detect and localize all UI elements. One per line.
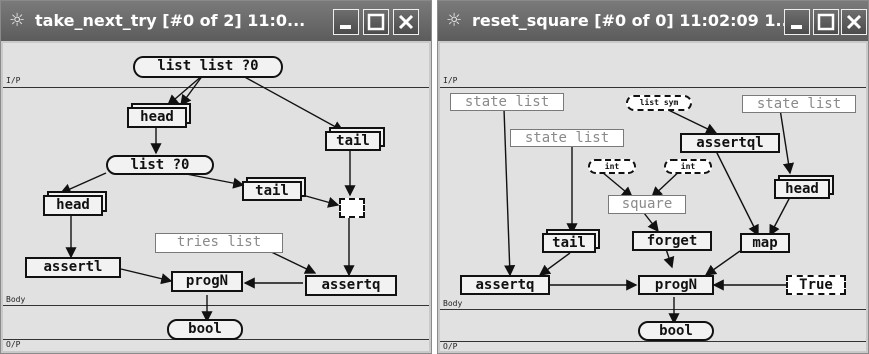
input-divider [440,87,866,88]
body-divider [440,309,866,310]
node-progN[interactable]: progN [638,275,714,295]
dataflow-canvas[interactable]: I/P Body O/P [3,43,429,351]
node-assertq[interactable]: assertq [460,275,550,295]
title-bar[interactable]: ☼ take_next_try [#0 of 2] 11:0... [1,1,431,41]
window-title: reset_square [#0 of 0] 11:02:09 1... [472,11,794,30]
minimize-button[interactable] [333,9,359,35]
input-divider [3,87,429,88]
node-assertl[interactable]: assertl [25,257,121,278]
node-state-list-2[interactable]: state list [510,129,624,147]
body-zone-label: Body [6,295,26,304]
input-zone-label: I/P [443,76,458,85]
node-tail-1[interactable]: tail [325,131,381,151]
node-bool-output[interactable]: bool [167,319,243,340]
node-assertql[interactable]: assertql [680,133,780,153]
window-title: take_next_try [#0 of 2] 11:0... [35,11,306,30]
node-list-list-input[interactable]: list list ?0 [133,56,283,78]
node-list-0[interactable]: list ?0 [106,155,214,175]
node-assertq[interactable]: assertq [305,275,397,296]
connection-wires [59,74,356,323]
output-divider [440,341,866,342]
dataflow-canvas[interactable]: I/P Body O/P [440,43,866,351]
node-head[interactable]: head [774,179,830,199]
node-tail-2[interactable]: tail [242,181,302,201]
maximize-button[interactable] [363,9,389,35]
node-map[interactable]: map [740,233,790,253]
node-square[interactable]: square [608,195,686,214]
maximize-button[interactable] [813,9,839,35]
node-head-2[interactable]: head [43,195,103,216]
node-merge-point[interactable] [339,198,365,218]
output-zone-label: O/P [6,340,21,349]
node-true[interactable]: True [786,275,846,295]
node-int-2[interactable]: int [664,159,712,174]
input-zone-label: I/P [6,76,21,85]
node-progN[interactable]: progN [171,271,243,292]
output-zone-label: O/P [443,342,458,351]
node-list-sym[interactable]: list sym [626,95,692,111]
node-state-list-1[interactable]: state list [450,93,564,111]
minimize-button[interactable] [784,9,810,35]
body-divider [3,305,429,306]
node-head-1[interactable]: head [127,107,187,128]
eye-icon: ☼ [446,10,463,31]
node-state-list-3[interactable]: state list [742,95,856,113]
body-zone-label: Body [443,299,463,308]
eye-icon: ☼ [9,10,26,31]
title-bar[interactable]: ☼ reset_square [#0 of 0] 11:02:09 1... [438,1,868,41]
node-tries-list[interactable]: tries list [155,233,283,253]
close-button[interactable] [393,9,419,35]
window-take-next-try: ☼ take_next_try [#0 of 2] 11:0... I/P Bo… [0,0,432,354]
node-tail[interactable]: tail [542,233,596,253]
node-bool-output[interactable]: bool [638,321,714,341]
window-reset-square: ☼ reset_square [#0 of 0] 11:02:09 1... I… [437,0,869,354]
node-int-1[interactable]: int [588,159,636,174]
node-forget[interactable]: forget [632,231,712,251]
close-button[interactable] [841,9,867,35]
